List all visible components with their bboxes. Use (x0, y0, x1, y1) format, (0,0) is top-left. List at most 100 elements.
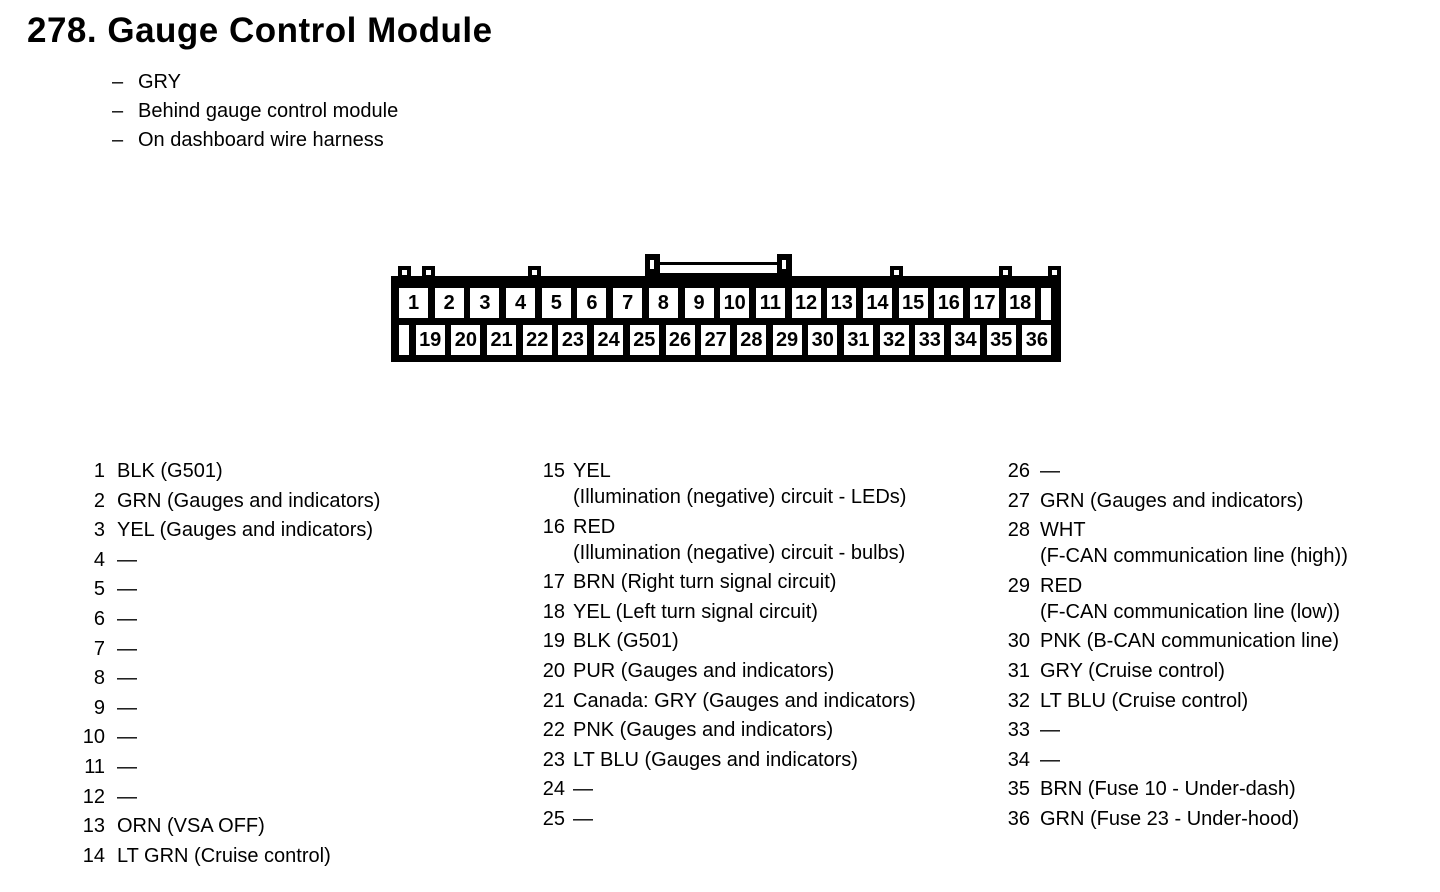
pin-list-entry: 9 — (73, 695, 523, 721)
connector-pin-cell: 36 (1022, 325, 1052, 355)
pin-description-line1: YEL (Gauges and indicators) (117, 519, 374, 542)
pin-list-entry: 14 LT GRN (Cruise control) (73, 843, 523, 869)
pin-description-line1: BLK (G501) (117, 460, 223, 482)
pin-description: — (117, 576, 137, 602)
pin-description: PNK (Gauges and indicators) (573, 717, 833, 743)
pin-description: — (573, 806, 593, 832)
pin-number: 10 (82, 726, 105, 749)
pin-list-entry: 12 — (73, 784, 523, 810)
connector-tab (999, 266, 1012, 278)
pin-description-line1: PNK (B-CAN communication line) (1040, 630, 1339, 653)
pin-number: 29 (1007, 574, 1030, 597)
pin-number: 12 (82, 785, 105, 808)
tab-notch (894, 270, 899, 275)
pin-list-column-2: 15 YEL (Illumination (negative) circuit … (533, 458, 993, 836)
connector-info-item: – GRY (112, 68, 398, 97)
pin-number: 15 (542, 460, 565, 482)
page-title: 278. Gauge Control Module (27, 11, 493, 50)
pin-number: 4 (93, 548, 105, 571)
pin-description: BLK (G501) (573, 628, 679, 654)
pin-description: WHT (F-CAN communication line (high)) (1040, 517, 1348, 569)
pin-description-line1: GRN (Gauges and indicators) (117, 489, 381, 512)
pin-description-line1: BLK (G501) (573, 630, 679, 653)
pin-number: 21 (542, 689, 565, 712)
pin-description: GRN (Gauges and indicators) (117, 488, 380, 514)
pin-description: — (117, 547, 137, 573)
connector-pin-cell: 14 (862, 288, 892, 318)
pin-description: YEL (Illumination (negative) circuit - L… (573, 458, 906, 510)
pin-list-entry: 23 LT BLU (Gauges and indicators) (533, 747, 993, 773)
pin-number: 19 (542, 630, 565, 653)
connector-pin-row-top: 1 2 3 4 5 6 7 8 (399, 288, 1053, 320)
connector-pin-cell: 35 (986, 325, 1016, 355)
connector-lock-post-right (777, 254, 792, 281)
connector-pin-cell: 19 (415, 325, 445, 355)
pin-number: 24 (542, 778, 565, 801)
connector-pin-cell: 21 (487, 325, 517, 355)
pin-cells-bottom: 19 20 21 22 23 24 25 26 (415, 325, 1052, 355)
pin-description: — (117, 724, 137, 750)
connector-pin-cell: 15 (898, 288, 928, 318)
pin-description-line1: — (117, 755, 137, 778)
pin-description: — (117, 665, 137, 691)
pin-list-entry: 8 — (73, 665, 523, 691)
pin-description: RED (Illumination (negative) circuit - b… (573, 514, 905, 566)
connector-pin-cell: 9 (684, 288, 714, 318)
pin-description-line1: PUR (Gauges and indicators) (573, 659, 835, 682)
pin-description: BRN (Right turn signal circuit) (573, 569, 836, 595)
pin-description-line1: — (117, 637, 137, 660)
pin-description: LT GRN (Cruise control) (117, 843, 331, 869)
connector-pin-cell: 28 (736, 325, 766, 355)
pin-number: 5 (93, 578, 105, 601)
pin-number: 25 (542, 807, 565, 830)
pin-description-line1: GRN (Gauges and indicators) (1040, 489, 1304, 512)
pin-number: 26 (1007, 460, 1030, 482)
connector-pin-cell: 16 (934, 288, 964, 318)
connector-pin-cell: 6 (577, 288, 607, 318)
pin-description-line1: Canada: GRY (Gauges and indicators) (573, 689, 916, 712)
pin-description: ORN (VSA OFF) (117, 813, 265, 839)
pin-description-line1: — (117, 726, 137, 749)
pin-number: 22 (542, 719, 565, 742)
pin-list-entry: 28 WHT (F-CAN communication line (high)) (998, 517, 1428, 569)
pin-description: GRN (Fuse 23 - Under-hood) (1040, 806, 1299, 832)
pin-list-entry: 2 GRN (Gauges and indicators) (73, 488, 523, 514)
pin-list-entry: 25 — (533, 806, 993, 832)
pin-list-entry: 30 PNK (B-CAN communication line) (998, 628, 1428, 654)
pin-list-entry: 10 — (73, 724, 523, 750)
bullet-dash: – (112, 129, 124, 151)
connector-pin-cell: 17 (970, 288, 999, 318)
pin-description-line1: — (117, 696, 137, 719)
pin-number: 17 (542, 571, 565, 594)
connector-pin-cell: 24 (594, 325, 624, 355)
connector-info-item: – Behind gauge control module (112, 97, 398, 126)
pin-list-entry: 35 BRN (Fuse 10 - Under-dash) (998, 776, 1428, 802)
pin-description-line1: — (117, 578, 137, 601)
pin-description-line1: — (117, 785, 137, 808)
pin-description-line1: — (1040, 748, 1060, 771)
pin-list-entry: 27 GRN (Gauges and indicators) (998, 488, 1428, 514)
pin-description-line1: — (573, 778, 593, 801)
pin-list-column-3: 26 — 27 GRN (Gauges and indicators) 28 W… (998, 458, 1428, 836)
pin-number: 27 (1007, 489, 1030, 512)
tab-notch (1003, 270, 1008, 275)
pin-list-entry: 24 — (533, 776, 993, 802)
connector-pin-row-bottom: 19 20 21 22 23 24 25 26 (399, 325, 1053, 355)
pin-list-entry: 32 LT BLU (Cruise control) (998, 688, 1428, 714)
connector-pin-cell: 32 (879, 325, 909, 355)
connector-pin-cell: 20 (451, 325, 481, 355)
pin-description-line1: — (117, 667, 137, 690)
lock-post-notch (650, 260, 654, 269)
pin-description-line2: (F-CAN communication line (low)) (1040, 600, 1341, 623)
tab-notch (426, 270, 431, 275)
pin-description-line1: — (573, 807, 593, 830)
pin-description-line1: PNK (Gauges and indicators) (573, 719, 834, 742)
connector-diagram: 1 2 3 4 5 6 7 8 (391, 252, 1061, 364)
connector-pin-cell: 10 (720, 288, 750, 318)
connector-info-text: On dashboard wire harness (138, 129, 384, 151)
pin-description: — (1040, 717, 1060, 743)
pin-list-entry: 21 Canada: GRY (Gauges and indicators) (533, 688, 993, 714)
pin-description-line2: (Illumination (negative) circuit - bulbs… (573, 541, 906, 564)
connector-pin-cell: 2 (434, 288, 464, 318)
connector-pin-cell: 4 (506, 288, 536, 318)
